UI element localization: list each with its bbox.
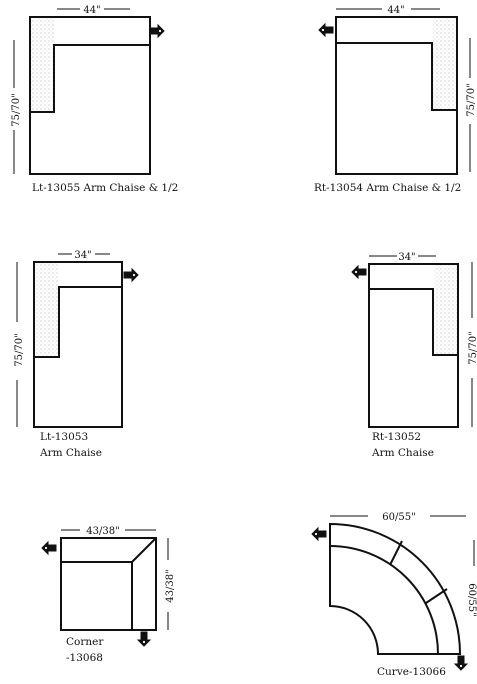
piece-caption: -13068 (66, 652, 103, 664)
width-label: 43/38" (86, 526, 119, 537)
width-label: 44" (387, 5, 404, 16)
arm-stipple (35, 263, 58, 357)
piece-caption: Lt-13055 Arm Chaise & 1/2 (32, 182, 178, 194)
arm-outline (336, 42, 457, 111)
piece-lt-13055 (13, 8, 165, 175)
piece-caption: Arm Chaise (39, 447, 102, 459)
depth-label: 75/70" (11, 93, 22, 126)
direction-arrow-icon (123, 268, 139, 282)
direction-arrow-icon (311, 527, 327, 541)
seat-outline (61, 561, 133, 630)
width-label: 34" (74, 250, 91, 261)
arm-stipple (31, 18, 54, 112)
piece-caption: Corner (66, 636, 104, 648)
piece-caption: Rt-13052 (372, 431, 421, 443)
piece-caption: Rt-13054 Arm Chaise & 1/2 (314, 182, 461, 194)
direction-arrow-icon (318, 23, 334, 37)
arm-stipple (433, 18, 456, 110)
piece-curve-13066 (311, 515, 475, 671)
piece-rt-13052 (351, 255, 473, 428)
piece-lt-13053 (16, 253, 139, 428)
width-label: 60/55" (382, 512, 415, 523)
curve-section-divider (389, 540, 403, 566)
arm-stipple (434, 265, 457, 355)
direction-arrow-icon (137, 631, 151, 647)
depth-label: 43/38" (165, 569, 176, 602)
corner-diagonal (131, 537, 157, 563)
depth-label: 60/55" (466, 583, 477, 616)
piece-outline (29, 16, 151, 175)
piece-outline (335, 16, 458, 175)
piece-corner-13068 (41, 529, 169, 647)
direction-arrow-icon (149, 24, 165, 38)
piece-rt-13054 (318, 8, 471, 175)
width-label: 34" (398, 252, 415, 263)
piece-caption: Lt-13053 (40, 431, 88, 443)
width-label: 44" (83, 5, 100, 16)
arm-outline (30, 44, 150, 113)
piece-caption: Curve-13066 (377, 666, 446, 678)
depth-label: 75/70" (14, 333, 25, 366)
curve-back-line (329, 545, 439, 655)
direction-arrow-icon (454, 655, 468, 671)
direction-arrow-icon (41, 541, 57, 555)
piece-outline (60, 537, 157, 631)
piece-outline (368, 263, 459, 428)
piece-caption: Arm Chaise (371, 447, 434, 459)
curve-outline (329, 522, 462, 655)
depth-label: 75/70" (468, 331, 477, 364)
curve-section-divider (425, 588, 448, 604)
depth-label: 75/70" (466, 83, 477, 116)
piece-outline (33, 261, 123, 428)
arm-outline (369, 288, 458, 356)
arm-outline (34, 286, 122, 358)
direction-arrow-icon (351, 265, 367, 279)
